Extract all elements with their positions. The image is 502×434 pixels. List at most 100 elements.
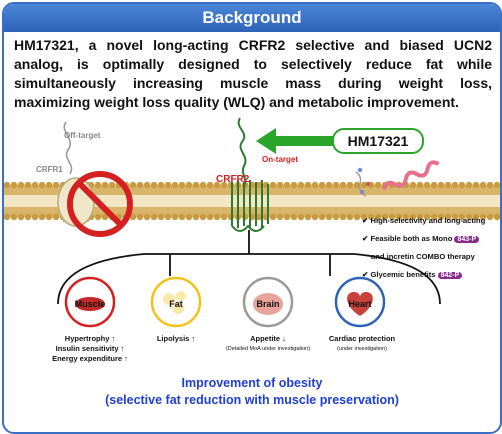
lipid-head bbox=[164, 181, 172, 189]
muscle-effect-line: Insulin sensitivity ↑ bbox=[55, 344, 125, 353]
lipid-head bbox=[150, 213, 158, 221]
lipid-head bbox=[255, 181, 263, 189]
lipid-head bbox=[472, 181, 480, 189]
lipid-head bbox=[157, 181, 165, 189]
lipid-head bbox=[199, 181, 207, 189]
heart-organ: Heart bbox=[334, 276, 386, 328]
feature-list: ✔ High-selectivity and long-acting ✔ Fea… bbox=[362, 216, 500, 288]
lipid-head bbox=[129, 213, 137, 221]
outcome-title: Improvement of obesity bbox=[181, 376, 323, 390]
lipid-head bbox=[437, 213, 445, 221]
lipid-head bbox=[101, 181, 109, 189]
fat-label: Fat bbox=[169, 299, 183, 309]
hm17321-badge: HM17321 bbox=[332, 128, 424, 154]
feature-item: ✔ Feasible both as Mono 843-P bbox=[362, 234, 500, 243]
lipid-head bbox=[339, 213, 347, 221]
lipid-head bbox=[10, 181, 18, 189]
lipid-head bbox=[360, 213, 368, 221]
lipid-head bbox=[4, 213, 11, 221]
lipid-head bbox=[479, 213, 487, 221]
lipid-head bbox=[339, 181, 347, 189]
mechanism-diagram: CRFR1 Off-target On-target CRFR2 bbox=[4, 117, 500, 328]
lipid-head bbox=[178, 213, 186, 221]
lipid-head bbox=[31, 213, 39, 221]
lipid-head bbox=[444, 181, 452, 189]
lipid-head bbox=[311, 213, 319, 221]
lipid-head bbox=[493, 181, 500, 189]
lipid-head bbox=[444, 213, 452, 221]
lipid-head bbox=[185, 213, 193, 221]
lipid-head bbox=[493, 213, 500, 221]
lipid-head bbox=[465, 181, 473, 189]
lipid-head bbox=[164, 213, 172, 221]
brain-label: Brain bbox=[256, 299, 279, 309]
lipid-head bbox=[472, 213, 480, 221]
lipid-head bbox=[304, 181, 312, 189]
lipid-head bbox=[178, 181, 186, 189]
hm17321-structure-icon bbox=[355, 160, 440, 197]
lipid-head bbox=[213, 213, 221, 221]
lipid-head bbox=[143, 213, 151, 221]
muscle-effect-line: Energy expenditure ↑ bbox=[52, 354, 128, 363]
lipid-head bbox=[185, 181, 193, 189]
on-target-label: On-target bbox=[262, 155, 298, 164]
lipid-head bbox=[297, 213, 305, 221]
brain-effect: Appetite ↓ (Detailed MoA under investiga… bbox=[225, 334, 311, 352]
lipid-head bbox=[318, 181, 326, 189]
lipid-head bbox=[199, 213, 207, 221]
lipid-head bbox=[430, 213, 438, 221]
lipid-head bbox=[479, 181, 487, 189]
lipid-head bbox=[24, 213, 32, 221]
lipid-head bbox=[38, 213, 46, 221]
lipid-head bbox=[318, 213, 326, 221]
lipid-head bbox=[437, 181, 445, 189]
lipid-head bbox=[304, 213, 312, 221]
lipid-head bbox=[402, 213, 410, 221]
lipid-head bbox=[332, 181, 340, 189]
lipid-head bbox=[143, 181, 151, 189]
lipid-head bbox=[157, 213, 165, 221]
feature-item: ✔ High-selectivity and long-acting bbox=[362, 216, 486, 225]
binding-arrow bbox=[256, 128, 334, 154]
lipid-head bbox=[346, 181, 354, 189]
heart-effect: Cardiac protection (under investigation) bbox=[328, 334, 396, 352]
lipid-head bbox=[346, 213, 354, 221]
lipid-head bbox=[220, 181, 228, 189]
lipid-head bbox=[416, 213, 424, 221]
lipid-head bbox=[458, 213, 466, 221]
feature-item: ✔ Glycemic benefits 842-P bbox=[362, 270, 500, 279]
fat-effect: Lipolysis ↑ bbox=[156, 334, 196, 343]
lipid-head bbox=[269, 213, 277, 221]
lipid-head bbox=[101, 213, 109, 221]
lipid-head bbox=[213, 181, 221, 189]
outcome-subtitle: (selective fat reduction with muscle pre… bbox=[105, 393, 399, 407]
lipid-head bbox=[325, 181, 333, 189]
lipid-head bbox=[367, 213, 375, 221]
lipid-head bbox=[283, 213, 291, 221]
muscle-label: Muscle bbox=[75, 299, 106, 309]
lipid-head bbox=[381, 213, 389, 221]
feature-item: and incretin COMBO therapy bbox=[371, 252, 475, 261]
lipid-head bbox=[24, 181, 32, 189]
muscle-organ: Muscle bbox=[64, 276, 116, 328]
lipid-head bbox=[171, 213, 179, 221]
lipid-head bbox=[45, 213, 53, 221]
lipid-head bbox=[269, 181, 277, 189]
lipid-head bbox=[108, 181, 116, 189]
lipid-head bbox=[38, 181, 46, 189]
crfr2-label: CRFR2 bbox=[216, 174, 250, 185]
lipid-head bbox=[409, 181, 417, 189]
lipid-head bbox=[325, 213, 333, 221]
lipid-head bbox=[129, 181, 137, 189]
lipid-head bbox=[276, 213, 284, 221]
lipid-head bbox=[409, 213, 417, 221]
prohibit-icon bbox=[67, 171, 133, 237]
heart-label: Heart bbox=[348, 299, 371, 309]
lipid-head bbox=[430, 181, 438, 189]
lipid-head bbox=[255, 213, 263, 221]
lipid-head bbox=[423, 213, 431, 221]
lipid-head bbox=[150, 181, 158, 189]
lipid-head bbox=[465, 213, 473, 221]
lipid-head bbox=[283, 181, 291, 189]
